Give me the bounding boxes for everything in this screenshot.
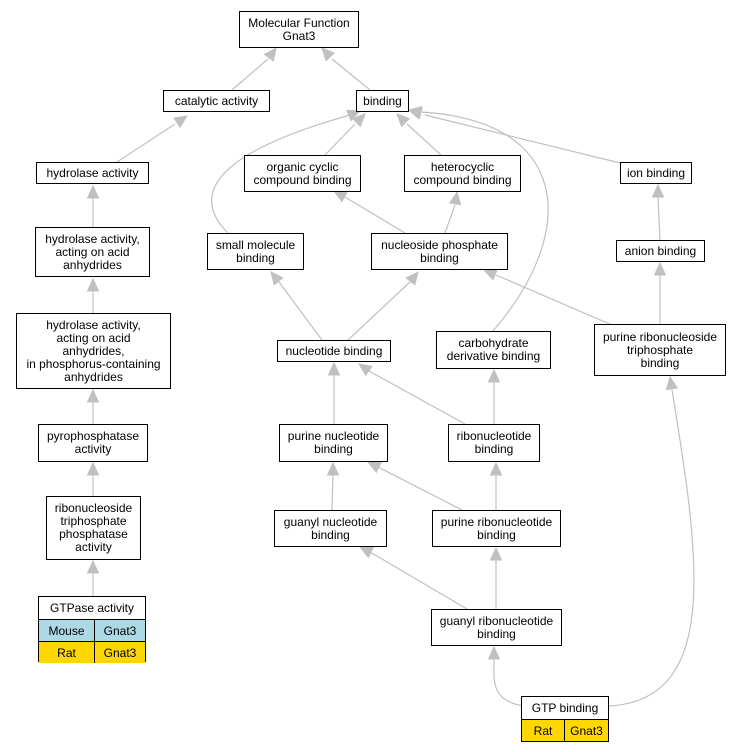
edge-line bbox=[331, 58, 371, 91]
node-purine-nucleotide-binding[interactable]: purine nucleotide binding bbox=[279, 424, 388, 462]
node-anion-binding[interactable]: anion binding bbox=[616, 240, 705, 262]
arrowhead-icon bbox=[358, 546, 374, 559]
edge-line bbox=[444, 204, 456, 234]
gtpase-row-rat: Rat Gnat3 bbox=[39, 641, 145, 663]
edge-line bbox=[424, 114, 621, 164]
node-catalytic-activity[interactable]: catalytic activity bbox=[163, 90, 270, 112]
node-nucleoside-phosphate-binding[interactable]: nucleoside phosphate binding bbox=[371, 233, 508, 270]
arrowhead-icon bbox=[405, 271, 419, 286]
arrowhead-icon bbox=[487, 645, 501, 660]
node-heterocyclic-compound-binding[interactable]: heterocyclic compound binding bbox=[404, 155, 521, 192]
edge-line bbox=[419, 111, 549, 332]
arrowhead-icon bbox=[482, 269, 498, 281]
gtp-binding-title: GTP binding bbox=[522, 697, 608, 720]
arrowhead-icon bbox=[358, 363, 373, 377]
node-purine-ribonucleoside-triphosphate-binding[interactable]: purine ribonucleoside triphosphate bindi… bbox=[594, 324, 726, 376]
node-hydrolase-acid-anhydrides[interactable]: hydrolase activity, acting on acid anhyd… bbox=[35, 227, 150, 277]
arrowhead-icon bbox=[448, 190, 462, 206]
node-gtpase-activity[interactable]: GTPase activity Mouse Gnat3 Rat Gnat3 bbox=[38, 596, 146, 663]
arrowhead-icon bbox=[263, 47, 277, 62]
node-guanyl-ribonucleotide-binding[interactable]: guanyl ribonucleotide binding bbox=[431, 609, 562, 646]
edge-line bbox=[493, 657, 524, 707]
edge-line bbox=[406, 123, 442, 156]
gene-cell: Gnat3 bbox=[564, 720, 608, 741]
arrowhead-icon bbox=[487, 368, 501, 383]
arrowhead-icon bbox=[86, 388, 100, 403]
node-organic-cyclic-compound-binding[interactable]: organic cyclic compound binding bbox=[244, 155, 361, 192]
arrowhead-icon bbox=[489, 546, 503, 561]
node-molecular-function[interactable]: Molecular Function Gnat3 bbox=[239, 11, 359, 48]
arrowhead-icon bbox=[489, 461, 503, 476]
arrowhead-icon bbox=[396, 113, 411, 128]
node-nucleotide-binding[interactable]: nucleotide binding bbox=[277, 340, 391, 362]
gtp-binding-row-rat: Rat Gnat3 bbox=[522, 720, 608, 741]
node-binding[interactable]: binding bbox=[356, 90, 409, 112]
edge-line bbox=[377, 466, 463, 511]
species-cell: Rat bbox=[533, 723, 553, 738]
gene-cell: Gnat3 bbox=[94, 642, 145, 663]
gene-cell: Gnat3 bbox=[94, 620, 145, 641]
edge-line bbox=[608, 389, 695, 707]
gtpase-title: GTPase activity bbox=[39, 597, 145, 620]
node-ion-binding[interactable]: ion binding bbox=[620, 162, 692, 184]
node-gtp-binding[interactable]: GTP binding Rat Gnat3 bbox=[521, 696, 609, 742]
arrowhead-icon bbox=[653, 261, 667, 276]
edge-line bbox=[331, 473, 334, 511]
arrowhead-icon bbox=[86, 559, 100, 574]
arrowhead-icon bbox=[86, 277, 100, 292]
node-carbohydrate-derivative-binding[interactable]: carbohydrate derivative binding bbox=[436, 331, 551, 369]
arrowhead-icon bbox=[86, 184, 100, 199]
arrowhead-icon bbox=[366, 461, 382, 474]
gtpase-row-mouse: Mouse Gnat3 bbox=[39, 620, 145, 641]
node-small-molecule-binding[interactable]: small molecule binding bbox=[207, 233, 304, 270]
edge-line bbox=[657, 196, 661, 241]
edge-line bbox=[324, 123, 356, 156]
edge-line bbox=[278, 281, 323, 341]
node-guanyl-nucleotide-binding[interactable]: guanyl nucleotide binding bbox=[274, 510, 387, 547]
arrowhead-icon bbox=[651, 183, 665, 198]
arrowhead-icon bbox=[332, 190, 348, 203]
edge-line bbox=[368, 370, 466, 425]
node-ribonucleotide-binding[interactable]: ribonucleotide binding bbox=[448, 424, 540, 462]
edge-line bbox=[211, 114, 351, 234]
edge-line bbox=[347, 281, 411, 341]
edge-line bbox=[369, 551, 468, 610]
arrowhead-icon bbox=[665, 375, 679, 391]
arrowhead-icon bbox=[346, 109, 362, 122]
arrowhead-icon bbox=[86, 461, 100, 476]
species-cell: Rat bbox=[57, 645, 76, 660]
arrowhead-icon bbox=[351, 113, 366, 128]
edge-line bbox=[495, 274, 613, 326]
arrowhead-icon bbox=[407, 106, 423, 119]
edge-line bbox=[116, 123, 176, 163]
arrowhead-icon bbox=[327, 361, 341, 376]
edge-line bbox=[231, 58, 269, 91]
arrowhead-icon bbox=[326, 461, 340, 476]
node-hydrolase-activity[interactable]: hydrolase activity bbox=[36, 162, 149, 184]
node-hydrolase-phosphorus-anhydrides[interactable]: hydrolase activity, acting on acid anhyd… bbox=[16, 313, 171, 389]
species-cell: Mouse bbox=[48, 623, 85, 638]
arrowhead-icon bbox=[173, 115, 188, 129]
edge-line bbox=[344, 196, 406, 234]
node-ribonucleoside-triphosphate-phosphatase-activity[interactable]: ribonucleoside triphosphate phosphatase … bbox=[46, 496, 141, 560]
arrowhead-icon bbox=[321, 47, 336, 62]
arrowhead-icon bbox=[270, 271, 284, 286]
node-purine-ribonucleotide-binding[interactable]: purine ribonucleotide binding bbox=[432, 510, 561, 547]
node-pyrophosphatase-activity[interactable]: pyrophosphatase activity bbox=[38, 424, 148, 462]
